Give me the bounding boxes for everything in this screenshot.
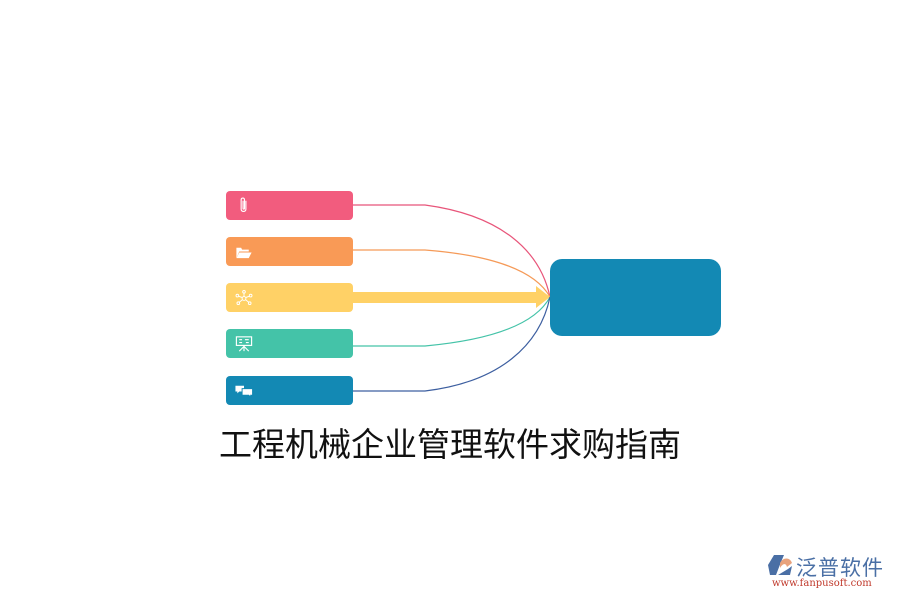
branch-node-2[interactable] — [226, 237, 353, 266]
watermark-logo: 泛普软件 www.fanpusoft.com — [768, 552, 898, 596]
branch-node-3[interactable] — [226, 283, 353, 312]
diagram-title: 工程机械企业管理软件求购指南 — [219, 425, 681, 464]
branch-node-4[interactable] — [226, 329, 353, 358]
presentation-board-icon — [235, 336, 253, 352]
center-node[interactable] — [550, 259, 721, 336]
watermark-url: www.fanpusoft.com — [772, 578, 872, 589]
paperclip-icon — [240, 197, 247, 213]
watermark-brand: 泛普软件 — [796, 556, 884, 580]
branch-node-1[interactable] — [226, 191, 353, 220]
fanpu-logo-icon — [768, 555, 792, 575]
branch-node-5[interactable] — [226, 376, 353, 405]
network-icon — [235, 289, 253, 306]
chat-bubbles-icon — [235, 385, 254, 399]
folder-open-icon — [236, 247, 252, 259]
